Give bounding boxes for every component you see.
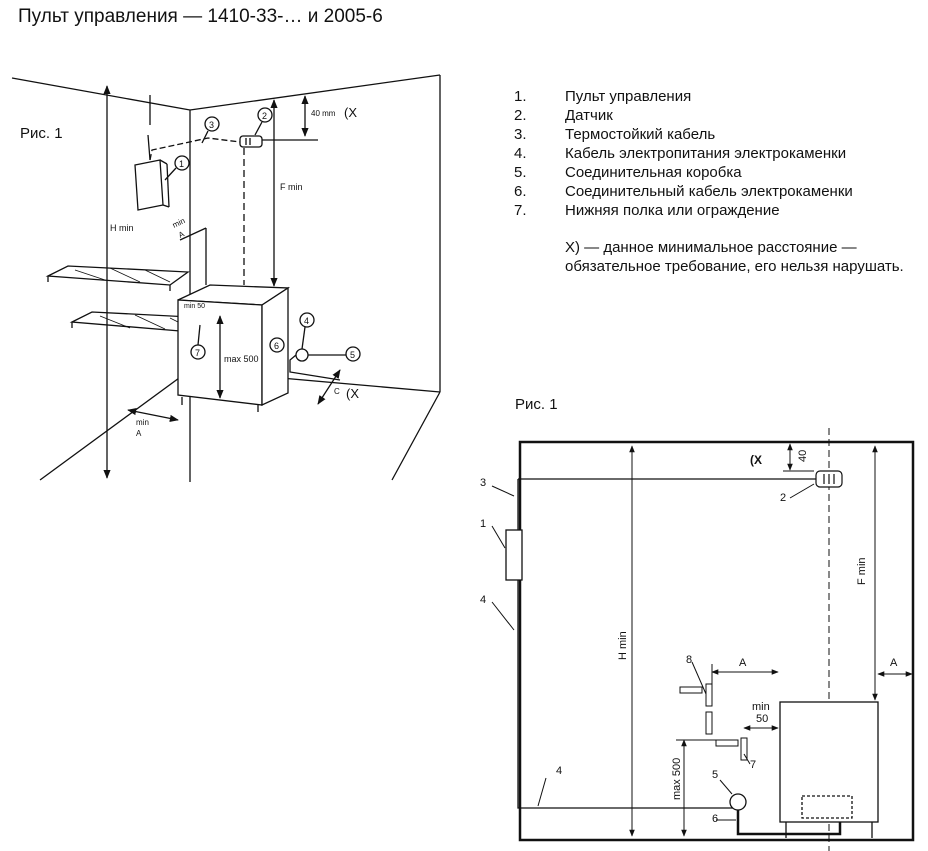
legend-number: 4. [514, 145, 527, 162]
a-label: A [739, 657, 747, 669]
callout-5: 5 [712, 769, 718, 781]
min-label: min [752, 701, 770, 713]
legend-text: Пульт управления [565, 88, 692, 105]
legend-item: 4. Кабель электропитания электрокаменки [514, 144, 853, 163]
x-top-label: (X [344, 105, 357, 120]
dim-c [317, 369, 341, 405]
callout-2: 2 [780, 492, 786, 504]
power-cable [517, 479, 738, 809]
mm40-label: 40 mm [311, 109, 336, 118]
figure-left [11, 74, 441, 482]
connecting-cable [736, 810, 842, 836]
f-min-label: F min [856, 558, 868, 586]
callout-3: 3 [480, 477, 486, 489]
room-outline [518, 440, 915, 842]
f-min-label: F min [280, 182, 303, 192]
legend-note: X) — данное минимальное расстояние — обя… [565, 239, 904, 275]
callout-3: 3 [209, 120, 214, 130]
d50-label: 50 [756, 713, 768, 725]
callout-leaders [491, 483, 815, 821]
legend-number: 2. [514, 107, 527, 124]
control-panel [505, 529, 523, 581]
dim-bottom-a [127, 408, 179, 422]
junction-box-icon [729, 793, 747, 811]
callout-8: 8 [686, 654, 692, 666]
x-bottom-label: (X [346, 386, 359, 401]
legend-item: 6. Соединительный кабель электрокаменки [514, 182, 853, 201]
legend-number: 6. [514, 183, 527, 200]
legend-text: Датчик [565, 107, 613, 124]
connecting-cable [289, 354, 341, 381]
callout-1: 1 [480, 518, 486, 530]
callout-5: 5 [350, 350, 355, 360]
legend-number: 1. [514, 88, 527, 105]
callout-6: 6 [712, 813, 718, 825]
dim-min-a [179, 227, 207, 241]
upper-shelf [45, 265, 190, 291]
callout-6: 6 [274, 341, 279, 351]
legend-number: 3. [514, 126, 527, 143]
h-min-label: H min [617, 631, 629, 660]
legend-text: Кабель электропитания электрокаменки [565, 145, 847, 162]
legend-list: 1. Пульт управления 2. Датчик 3. Термостойк… [514, 87, 853, 220]
h-min-label: H min [110, 223, 134, 233]
legend-text: Соединительная коробка [565, 164, 742, 181]
max500-label: max 500 [224, 354, 259, 364]
figure-right-text: (X 40 F min H min A A min 50 max 500 1 2… [480, 450, 898, 825]
callout-7: 7 [195, 348, 200, 358]
control-panel [134, 159, 170, 211]
legend-text: Нижняя полка или ограждение [565, 202, 780, 219]
callout-2: 2 [262, 111, 267, 121]
callout-7: 7 [750, 759, 756, 771]
legend-number: 7. [514, 202, 527, 219]
min50-label: min 50 [184, 303, 205, 310]
legend-number: 5. [514, 164, 527, 181]
sensor-icon [239, 135, 263, 148]
callout-1: 1 [179, 159, 184, 169]
bottom-a-label: A [136, 429, 142, 438]
heater [779, 701, 879, 838]
bottom-min-label: min [136, 418, 149, 427]
legend-text: Соединительный кабель электрокаменки [565, 183, 853, 200]
callout-4: 4 [480, 594, 486, 606]
shelf-supports [679, 683, 748, 761]
min-label: min [171, 216, 186, 230]
legend-item: 3. Термостойкий кабель [514, 125, 853, 144]
c-label: C [334, 387, 340, 396]
junction-box-icon [295, 348, 309, 362]
legend-item: 7. Нижняя полка или ограждение [514, 201, 853, 220]
figure-left-text: H min F min 40 mm (X min A min 50 max 50… [110, 105, 359, 438]
callout-circles [164, 107, 361, 362]
sensor-icon [815, 470, 843, 488]
figure-left-label: Рис. 1 [20, 125, 63, 142]
a-label: A [177, 229, 186, 240]
x-label: (X [750, 453, 762, 467]
figure-right [491, 428, 915, 851]
max500-label: max 500 [671, 758, 683, 800]
page-title: Пульт управления — 1410-33-… и 2005-6 [18, 6, 383, 27]
thermo-cable [149, 137, 241, 161]
legend-text: Термостойкий кабель [565, 126, 716, 143]
callout-4b: 4 [556, 765, 562, 777]
figure-right-label: Рис. 1 [515, 396, 558, 413]
legend-item: 1. Пульт управления [514, 87, 853, 106]
d40-label: 40 [797, 450, 809, 462]
callout-4: 4 [304, 316, 309, 326]
power-cable-down [147, 95, 151, 161]
a-right-label: A [890, 657, 898, 669]
legend-item: 5. Соединительная коробка [514, 163, 853, 182]
legend-item: 2. Датчик [514, 106, 853, 125]
